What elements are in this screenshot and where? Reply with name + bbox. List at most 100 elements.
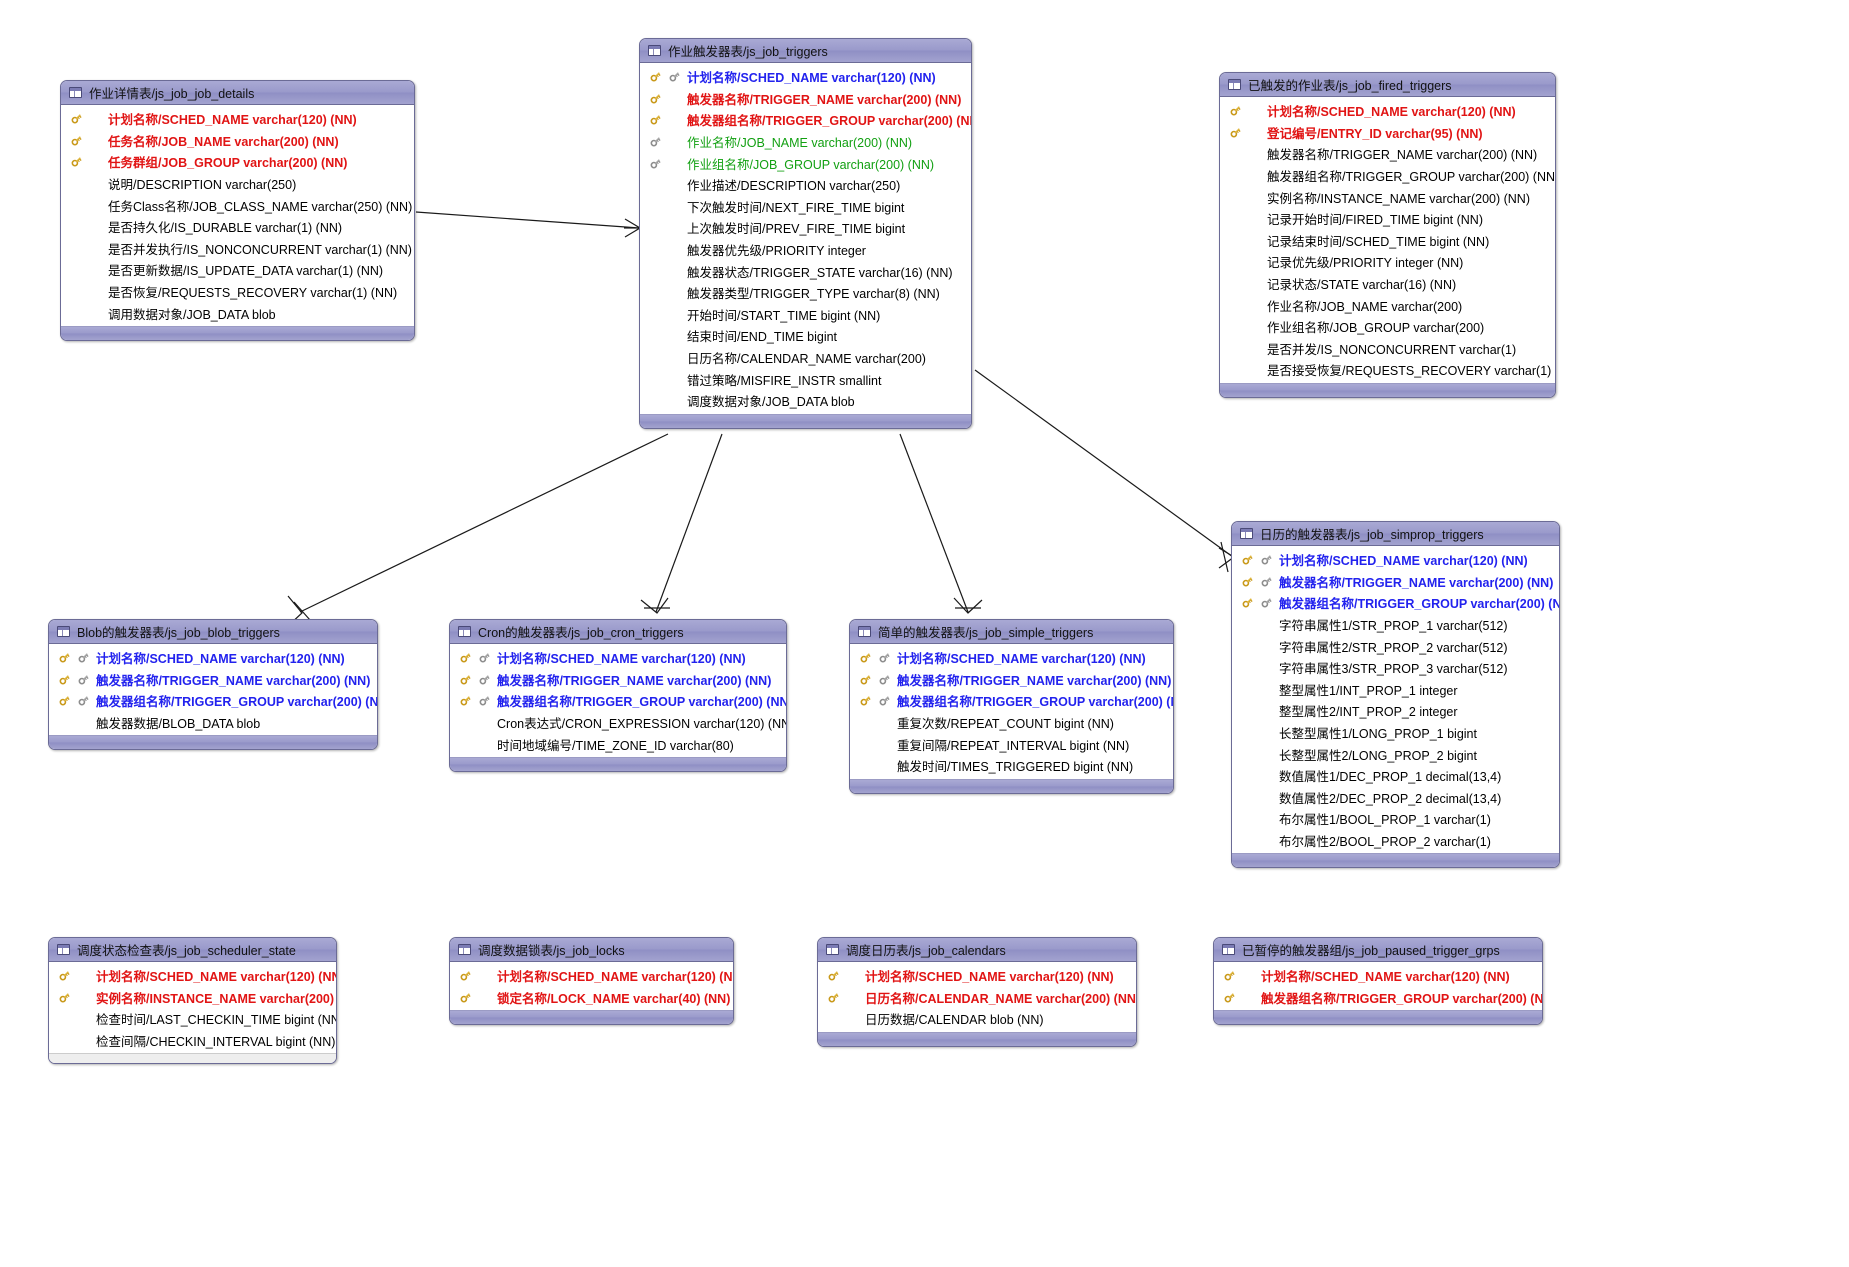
attribute-row[interactable]: 日历名称/CALENDAR_NAME varchar(200)	[640, 347, 971, 369]
attribute-row[interactable]: 触发器名称/TRIGGER_NAME varchar(200) (NN)	[450, 669, 786, 691]
attribute-row[interactable]: 计划名称/SCHED_NAME varchar(120) (NN)	[640, 66, 971, 88]
attribute-row[interactable]: 实例名称/INSTANCE_NAME varchar(200) (NN)	[1220, 186, 1555, 208]
attribute-row[interactable]: 重复间隔/REPEAT_INTERVAL bigint (NN)	[850, 733, 1173, 755]
entity-header-simprop_triggers[interactable]: 日历的触发器表/js_job_simprop_triggers	[1232, 522, 1559, 546]
attribute-row[interactable]: 作业描述/DESCRIPTION varchar(250)	[640, 174, 971, 196]
attribute-row[interactable]: 登记编号/ENTRY_ID varchar(95) (NN)	[1220, 122, 1555, 144]
attribute-row[interactable]: 整型属性1/INT_PROP_1 integer	[1232, 679, 1559, 701]
attribute-row[interactable]: 计划名称/SCHED_NAME varchar(120) (NN)	[850, 647, 1173, 669]
attribute-row[interactable]: 触发器名称/TRIGGER_NAME varchar(200) (NN)	[1220, 143, 1555, 165]
attribute-row[interactable]: 任务Class名称/JOB_CLASS_NAME varchar(250) (N…	[61, 194, 414, 216]
entity-cron_triggers[interactable]: Cron的触发器表/js_job_cron_triggers 计划名称/SCHED…	[449, 619, 787, 772]
attribute-row[interactable]: Cron表达式/CRON_EXPRESSION varchar(120) (NN…	[450, 712, 786, 734]
attribute-row[interactable]: 触发器数据/BLOB_DATA blob	[49, 712, 377, 734]
attribute-row[interactable]: 任务群组/JOB_GROUP varchar(200) (NN)	[61, 151, 414, 173]
attribute-row[interactable]: 触发器组名称/TRIGGER_GROUP varchar(200) (NN)	[850, 690, 1173, 712]
attribute-row[interactable]: 字符串属性3/STR_PROP_3 varchar(512)	[1232, 657, 1559, 679]
attribute-row[interactable]: 计划名称/SCHED_NAME varchar(120) (NN)	[49, 965, 336, 987]
entity-header-calendars[interactable]: 调度日历表/js_job_calendars	[818, 938, 1136, 962]
attribute-row[interactable]: 计划名称/SCHED_NAME varchar(120) (NN)	[61, 108, 414, 130]
attribute-row[interactable]: 是否并发/IS_NONCONCURRENT varchar(1)	[1220, 338, 1555, 360]
attribute-row[interactable]: 触发器名称/TRIGGER_NAME varchar(200) (NN)	[49, 669, 377, 691]
attribute-row[interactable]: 实例名称/INSTANCE_NAME varchar(200) (NN)	[49, 987, 336, 1009]
attribute-row[interactable]: 开始时间/START_TIME bigint (NN)	[640, 304, 971, 326]
attribute-row[interactable]: 日历名称/CALENDAR_NAME varchar(200) (NN)	[818, 987, 1136, 1009]
attribute-row[interactable]: 时间地域编号/TIME_ZONE_ID varchar(80)	[450, 733, 786, 755]
entity-header-cron_triggers[interactable]: Cron的触发器表/js_job_cron_triggers	[450, 620, 786, 644]
attribute-row[interactable]: 触发器优先级/PRIORITY integer	[640, 239, 971, 261]
entity-scheduler_state[interactable]: 调度状态检查表/js_job_scheduler_state 计划名称/SCHED…	[48, 937, 337, 1065]
entity-locks[interactable]: 调度数据锁表/js_job_locks 计划名称/SCHED_NAME varch…	[449, 937, 734, 1026]
attribute-row[interactable]: 触发器组名称/TRIGGER_GROUP varchar(200) (NN)	[1214, 987, 1542, 1009]
attribute-row[interactable]: 计划名称/SCHED_NAME varchar(120) (NN)	[49, 647, 377, 669]
attribute-row[interactable]: 作业组名称/JOB_GROUP varchar(200)	[1220, 316, 1555, 338]
attribute-row[interactable]: 计划名称/SCHED_NAME varchar(120) (NN)	[818, 965, 1136, 987]
attribute-row[interactable]: 整型属性2/INT_PROP_2 integer	[1232, 700, 1559, 722]
attribute-row[interactable]: 触发器组名称/TRIGGER_GROUP varchar(200) (NN)	[450, 690, 786, 712]
attribute-row[interactable]: 数值属性1/DEC_PROP_1 decimal(13,4)	[1232, 765, 1559, 787]
attribute-row[interactable]: 任务名称/JOB_NAME varchar(200) (NN)	[61, 130, 414, 152]
attribute-row[interactable]: 数值属性2/DEC_PROP_2 decimal(13,4)	[1232, 787, 1559, 809]
attribute-row[interactable]: 长整型属性1/LONG_PROP_1 bigint	[1232, 722, 1559, 744]
attribute-row[interactable]: 是否恢复/REQUESTS_RECOVERY varchar(1) (NN)	[61, 281, 414, 303]
attribute-row[interactable]: 作业名称/JOB_NAME varchar(200)	[1220, 294, 1555, 316]
entity-header-job_triggers[interactable]: 作业触发器表/js_job_triggers	[640, 39, 971, 63]
attribute-row[interactable]: 记录结束时间/SCHED_TIME bigint (NN)	[1220, 230, 1555, 252]
entity-fired_triggers[interactable]: 已触发的作业表/js_job_fired_triggers 计划名称/SCHED_…	[1219, 72, 1556, 398]
attribute-row[interactable]: 布尔属性1/BOOL_PROP_1 varchar(1)	[1232, 808, 1559, 830]
attribute-row[interactable]: 调度数据对象/JOB_DATA blob	[640, 390, 971, 412]
entity-simprop_triggers[interactable]: 日历的触发器表/js_job_simprop_triggers 计划名称/SCHE…	[1231, 521, 1560, 869]
attribute-row[interactable]: 计划名称/SCHED_NAME varchar(120) (NN)	[1214, 965, 1542, 987]
attribute-row[interactable]: 是否更新数据/IS_UPDATE_DATA varchar(1) (NN)	[61, 259, 414, 281]
attribute-row[interactable]: 计划名称/SCHED_NAME varchar(120) (NN)	[1220, 100, 1555, 122]
entity-header-paused_trigger_grps[interactable]: 已暂停的触发器组/js_job_paused_trigger_grps	[1214, 938, 1542, 962]
attribute-row[interactable]: 触发器名称/TRIGGER_NAME varchar(200) (NN)	[850, 669, 1173, 691]
entity-header-fired_triggers[interactable]: 已触发的作业表/js_job_fired_triggers	[1220, 73, 1555, 97]
attribute-row[interactable]: 触发器组名称/TRIGGER_GROUP varchar(200) (NN)	[49, 690, 377, 712]
attribute-row[interactable]: 说明/DESCRIPTION varchar(250)	[61, 173, 414, 195]
attribute-row[interactable]: 记录优先级/PRIORITY integer (NN)	[1220, 251, 1555, 273]
entity-header-blob_triggers[interactable]: Blob的触发器表/js_job_blob_triggers	[49, 620, 377, 644]
entity-header-simple_triggers[interactable]: 简单的触发器表/js_job_simple_triggers	[850, 620, 1173, 644]
attribute-row[interactable]: 计划名称/SCHED_NAME varchar(120) (NN)	[1232, 549, 1559, 571]
entity-job_details[interactable]: 作业详情表/js_job_job_details 计划名称/SCHED_NAME …	[60, 80, 415, 341]
entity-blob_triggers[interactable]: Blob的触发器表/js_job_blob_triggers 计划名称/SCHED…	[48, 619, 378, 751]
attribute-row[interactable]: 日历数据/CALENDAR blob (NN)	[818, 1008, 1136, 1030]
attribute-row[interactable]: 触发器组名称/TRIGGER_GROUP varchar(200) (NN)	[1232, 592, 1559, 614]
attribute-row[interactable]: 检查时间/LAST_CHECKIN_TIME bigint (NN)	[49, 1008, 336, 1030]
attribute-row[interactable]: 计划名称/SCHED_NAME varchar(120) (NN)	[450, 965, 733, 987]
attribute-row[interactable]: 触发器组名称/TRIGGER_GROUP varchar(200) (NN)	[640, 109, 971, 131]
attribute-row[interactable]: 计划名称/SCHED_NAME varchar(120) (NN)	[450, 647, 786, 669]
attribute-row[interactable]: 触发器状态/TRIGGER_STATE varchar(16) (NN)	[640, 260, 971, 282]
attribute-row[interactable]: 记录开始时间/FIRED_TIME bigint (NN)	[1220, 208, 1555, 230]
attribute-row[interactable]: 触发时间/TIMES_TRIGGERED bigint (NN)	[850, 755, 1173, 777]
attribute-row[interactable]: 是否并发执行/IS_NONCONCURRENT varchar(1) (NN)	[61, 238, 414, 260]
attribute-row[interactable]: 字符串属性2/STR_PROP_2 varchar(512)	[1232, 635, 1559, 657]
attribute-row[interactable]: 上次触发时间/PREV_FIRE_TIME bigint	[640, 217, 971, 239]
attribute-row[interactable]: 结束时间/END_TIME bigint	[640, 325, 971, 347]
attribute-row[interactable]: 是否持久化/IS_DURABLE varchar(1) (NN)	[61, 216, 414, 238]
attribute-row[interactable]: 作业组名称/JOB_GROUP varchar(200) (NN)	[640, 152, 971, 174]
attribute-row[interactable]: 触发器类型/TRIGGER_TYPE varchar(8) (NN)	[640, 282, 971, 304]
entity-header-locks[interactable]: 调度数据锁表/js_job_locks	[450, 938, 733, 962]
entity-header-job_details[interactable]: 作业详情表/js_job_job_details	[61, 81, 414, 105]
attribute-row[interactable]: 调用数据对象/JOB_DATA blob	[61, 302, 414, 324]
attribute-row[interactable]: 记录状态/STATE varchar(16) (NN)	[1220, 273, 1555, 295]
attribute-row[interactable]: 锁定名称/LOCK_NAME varchar(40) (NN)	[450, 987, 733, 1009]
attribute-row[interactable]: 触发器名称/TRIGGER_NAME varchar(200) (NN)	[1232, 571, 1559, 593]
attribute-row[interactable]: 重复次数/REPEAT_COUNT bigint (NN)	[850, 712, 1173, 734]
attribute-row[interactable]: 是否接受恢复/REQUESTS_RECOVERY varchar(1)	[1220, 359, 1555, 381]
attribute-row[interactable]: 错过策略/MISFIRE_INSTR smallint	[640, 368, 971, 390]
attribute-row[interactable]: 下次触发时间/NEXT_FIRE_TIME bigint	[640, 196, 971, 218]
attribute-row[interactable]: 触发器名称/TRIGGER_NAME varchar(200) (NN)	[640, 88, 971, 110]
attribute-row[interactable]: 触发器组名称/TRIGGER_GROUP varchar(200) (NN)	[1220, 165, 1555, 187]
entity-job_triggers[interactable]: 作业触发器表/js_job_triggers 计划名称/SCHED_NAME va…	[639, 38, 972, 429]
entity-paused_trigger_grps[interactable]: 已暂停的触发器组/js_job_paused_trigger_grps 计划名称/…	[1213, 937, 1543, 1026]
entity-simple_triggers[interactable]: 简单的触发器表/js_job_simple_triggers 计划名称/SCHED…	[849, 619, 1174, 794]
entity-calendars[interactable]: 调度日历表/js_job_calendars 计划名称/SCHED_NAME va…	[817, 937, 1137, 1047]
attribute-row[interactable]: 布尔属性2/BOOL_PROP_2 varchar(1)	[1232, 830, 1559, 852]
attribute-row[interactable]: 长整型属性2/LONG_PROP_2 bigint	[1232, 743, 1559, 765]
attribute-row[interactable]: 检查间隔/CHECKIN_INTERVAL bigint (NN)	[49, 1030, 336, 1052]
attribute-row[interactable]: 字符串属性1/STR_PROP_1 varchar(512)	[1232, 614, 1559, 636]
entity-header-scheduler_state[interactable]: 调度状态检查表/js_job_scheduler_state	[49, 938, 336, 962]
